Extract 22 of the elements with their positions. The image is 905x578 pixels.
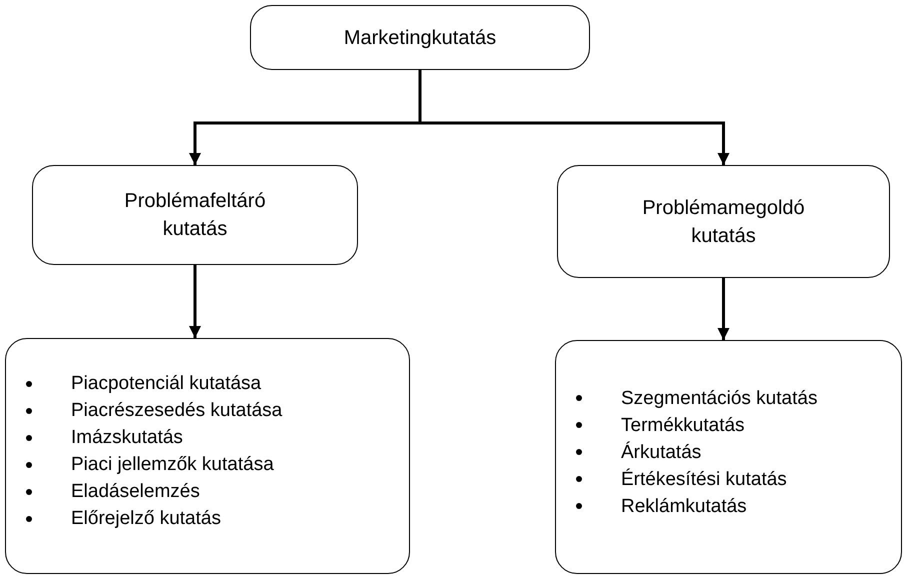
list-box — [5, 338, 410, 574]
connector-arrow — [418, 70, 730, 165]
bullet-item: Előrejelző kutatás — [26, 505, 409, 532]
bullet-item: Értékesítési kutatás — [576, 466, 901, 492]
bullet-item: Reklámkutatás — [576, 492, 901, 520]
node-label: Marketingkutatás — [344, 26, 496, 50]
bullet-item: Piaci jellemzők kutatása — [26, 451, 409, 478]
process-box — [32, 165, 358, 265]
bullet-item: Szegmentációs kutatás — [576, 384, 901, 412]
bullet-item: Eladáselemzés — [26, 478, 409, 505]
bullet-item: Termékkutatás — [576, 412, 901, 438]
list-box — [555, 340, 902, 574]
bullet-item: Piacpotenciál kutatása — [26, 370, 409, 397]
process-box — [557, 165, 890, 278]
node-label: Problémamegoldó kutatás — [641, 196, 806, 248]
bullet-item: Árkutatás — [576, 438, 901, 466]
bullet-item: Imázskutatás — [26, 424, 409, 451]
process-box — [250, 5, 590, 70]
connector-arrow — [718, 278, 730, 340]
connector-arrow — [189, 265, 201, 338]
bullet-item: Piacrészesedés kutatása — [26, 397, 409, 424]
node-label: Problémafeltáró kutatás — [123, 189, 267, 242]
